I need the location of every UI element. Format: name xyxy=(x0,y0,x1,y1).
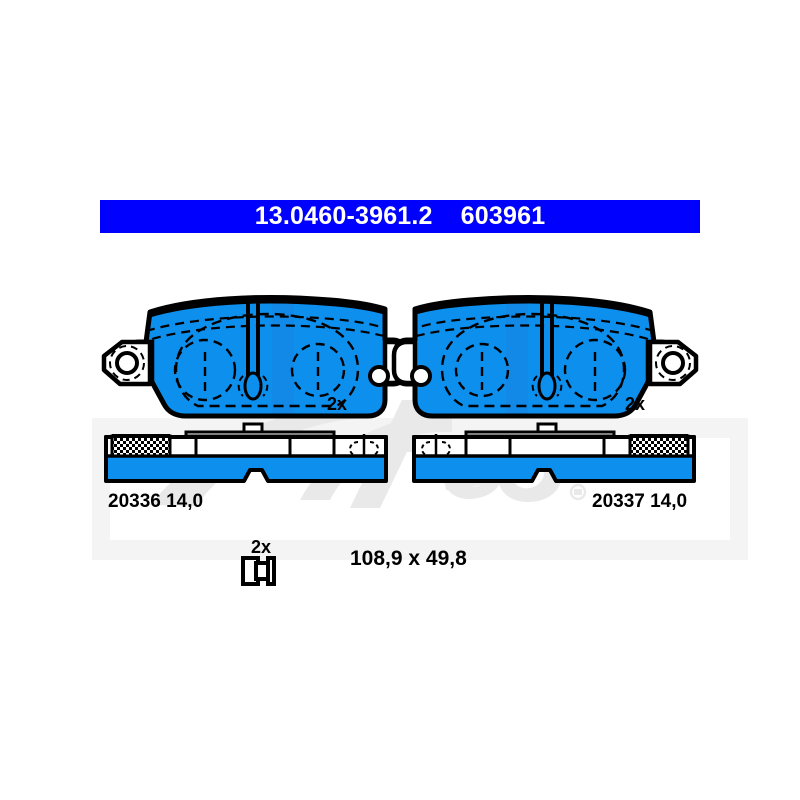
right-pad-top-view xyxy=(391,297,699,416)
article-number: 13.0460-3961.2 xyxy=(254,202,433,230)
left-pad-outer-lug xyxy=(101,339,155,387)
left-pad-top-view xyxy=(101,297,409,416)
product-header-banner: 13.0460-3961.2 603961 xyxy=(100,200,700,233)
left-pad-pin-marker xyxy=(349,434,379,457)
accessory-quantity-label: 2x xyxy=(251,537,272,557)
pad-dimensions-label: 108,9 x 49,8 xyxy=(350,547,467,570)
reference-number: 603961 xyxy=(460,202,546,230)
right-pad-wear-indicator xyxy=(628,434,690,458)
bushing-sleeve-icon xyxy=(241,556,276,586)
left-pad-wear-indicator xyxy=(110,434,172,458)
left-pad-wva-label: 20336 14,0 xyxy=(108,491,204,512)
right-pad-quantity-label: 2x xyxy=(625,394,646,414)
right-pad-side-view xyxy=(412,422,696,483)
right-pad-inner-lug xyxy=(391,339,432,387)
left-pad-side-view xyxy=(104,422,388,483)
right-pad-wva-label: 20337 14,0 xyxy=(592,491,688,512)
right-pad-pin-marker xyxy=(421,434,451,457)
left-pad-quantity-label: 2x xyxy=(327,394,348,414)
right-pad-outer-lug xyxy=(645,339,699,387)
